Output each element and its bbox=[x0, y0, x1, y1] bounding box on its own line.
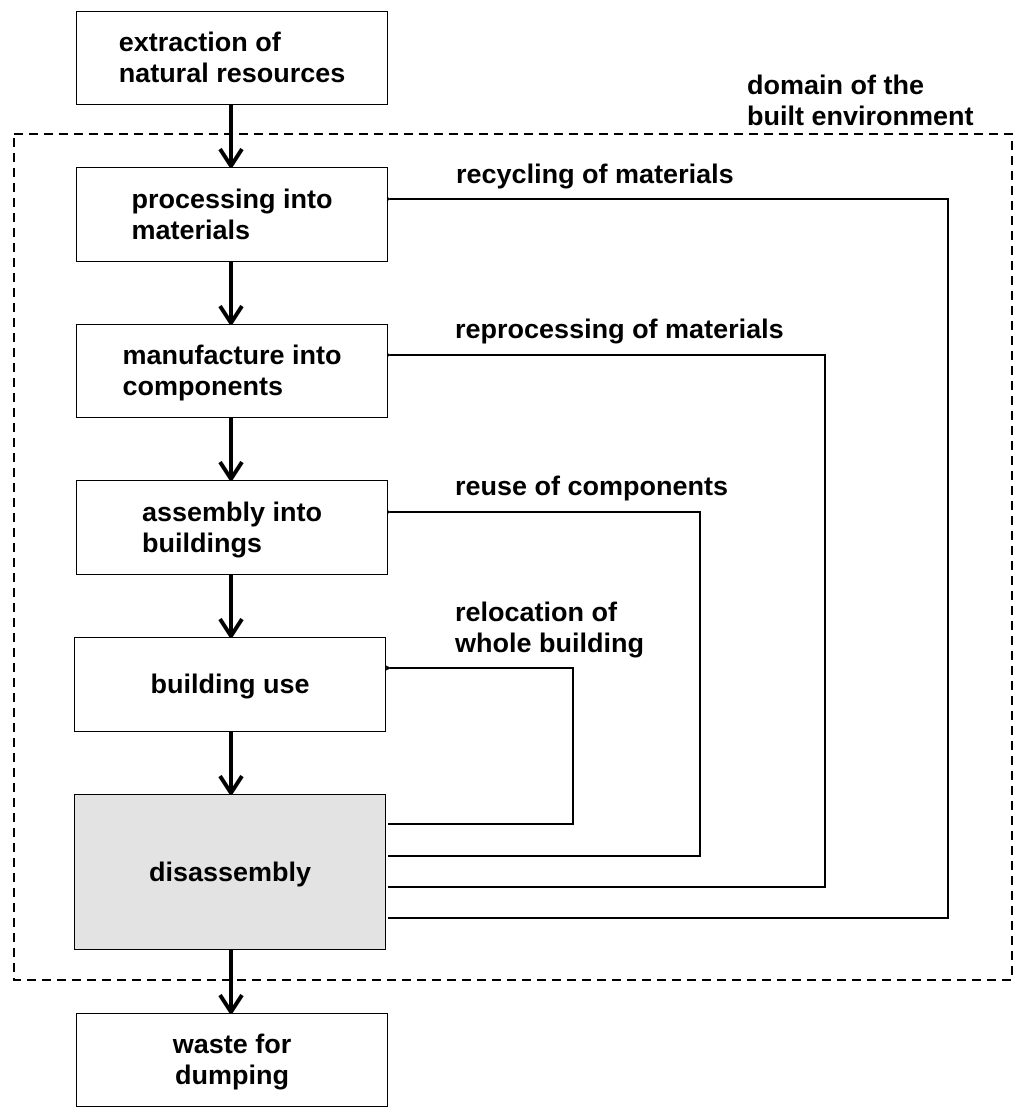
loop-reuse-line bbox=[388, 512, 701, 857]
loop-relocation-label: relocation of whole building bbox=[455, 597, 644, 658]
box-extraction-label: extraction of natural resources bbox=[118, 27, 346, 88]
loop-recycling-label: recycling of materials bbox=[456, 159, 734, 189]
box-manufacture-label: manufacture into components bbox=[122, 340, 342, 401]
box-assembly: assembly into buildings bbox=[76, 480, 388, 575]
box-assembly-label: assembly into buildings bbox=[141, 496, 323, 558]
loop-recycling-line bbox=[388, 199, 949, 919]
domain-label: domain of the built environment bbox=[747, 70, 974, 131]
loop-reprocessing-line bbox=[388, 355, 826, 888]
feedback-loops bbox=[388, 199, 949, 919]
box-waste: waste for dumping bbox=[76, 1013, 388, 1107]
box-processing: processing into materials bbox=[76, 167, 388, 262]
loop-reuse-label: reuse of components bbox=[455, 471, 729, 501]
box-manufacture: manufacture into components bbox=[76, 324, 388, 418]
box-processing-label: processing into materials bbox=[131, 183, 333, 245]
domain-boundary bbox=[13, 133, 1013, 981]
loop-relocation-line bbox=[388, 668, 574, 825]
box-disassembly-label: disassembly bbox=[148, 856, 312, 887]
main-flow-arrows bbox=[218, 105, 244, 1016]
box-building-use: building use bbox=[74, 637, 386, 732]
loop-reprocessing-label: reprocessing of materials bbox=[455, 314, 784, 344]
box-disassembly: disassembly bbox=[74, 794, 386, 950]
box-building-use-label: building use bbox=[150, 669, 310, 699]
box-waste-label: waste for dumping bbox=[172, 1029, 292, 1090]
box-extraction: extraction of natural resources bbox=[76, 11, 388, 105]
